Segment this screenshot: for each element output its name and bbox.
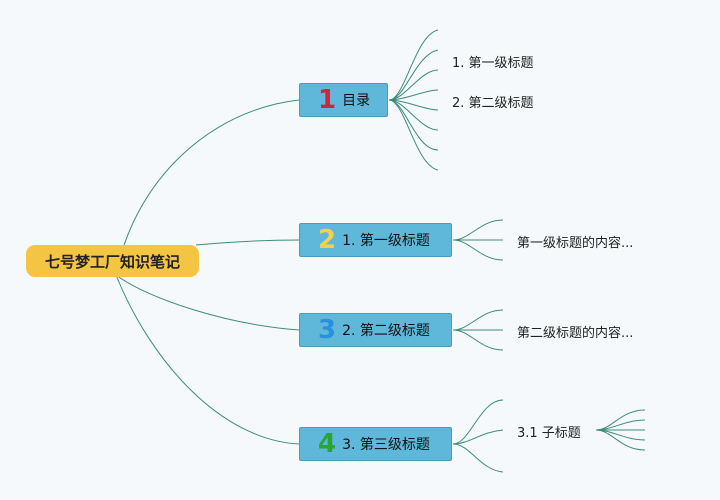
leaf-toc-item[interactable]: 2. 第二级标题 (452, 96, 534, 111)
leaf-toc-item[interactable]: 1. 第一级标题 (452, 56, 534, 71)
number-1-icon: 1 (318, 85, 337, 115)
link-toc-fan (388, 29, 439, 101)
leaf-subtitle[interactable]: 3.1 子标题 (517, 426, 581, 441)
branch-node-toc[interactable]: 1 目录 (299, 83, 388, 117)
link-root-to-h2 (115, 274, 300, 331)
link-root-to-h3 (115, 274, 300, 445)
link-h2-fan (452, 309, 504, 331)
root-node[interactable]: 七号梦工厂知识笔记 (26, 245, 199, 277)
leaf-h2-content[interactable]: 第二级标题的内容... (517, 326, 634, 341)
root-label: 七号梦工厂知识笔记 (44, 252, 180, 271)
link-root-to-h1 (195, 239, 300, 246)
branch-label: 1. 第一级标题 (342, 233, 430, 249)
branch-label: 2. 第二级标题 (342, 323, 430, 339)
branch-label: 目录 (342, 93, 371, 109)
number-3-icon: 3 (318, 315, 337, 345)
leaf-h1-content[interactable]: 第一级标题的内容... (517, 236, 634, 251)
branch-label: 3. 第三级标题 (342, 437, 430, 453)
branch-node-h1[interactable]: 2 1. 第一级标题 (299, 223, 452, 257)
link-h1-fan (452, 219, 504, 241)
link-root-to-toc (115, 99, 300, 276)
branch-node-h3[interactable]: 4 3. 第三级标题 (299, 427, 452, 461)
branch-node-h2[interactable]: 3 2. 第二级标题 (299, 313, 452, 347)
link-sub-fan (595, 409, 646, 431)
number-2-icon: 2 (318, 225, 337, 255)
number-4-icon: 4 (318, 429, 337, 459)
link-h3-fan (452, 399, 504, 445)
